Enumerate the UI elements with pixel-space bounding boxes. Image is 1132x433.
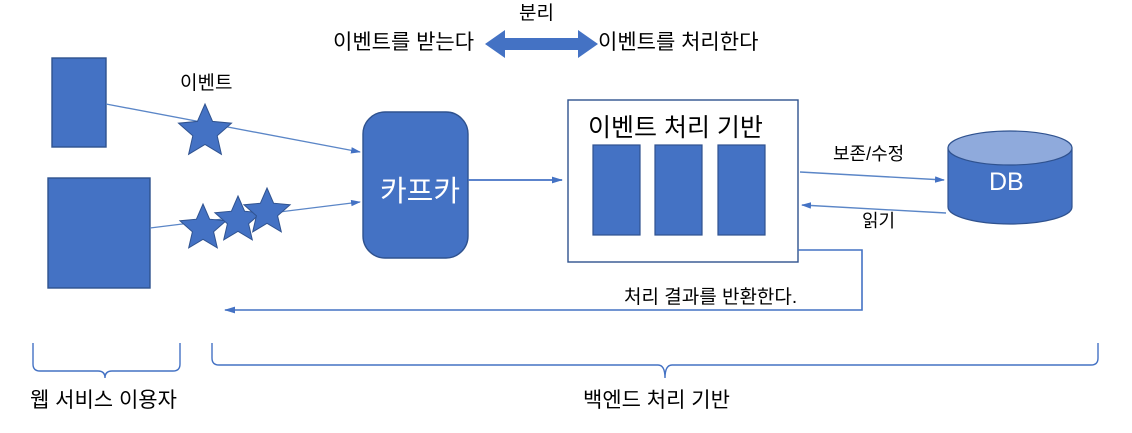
client-box-large — [47, 177, 151, 289]
processor-block — [592, 144, 641, 236]
process-phase-label: 이벤트를 처리한다 — [598, 31, 759, 54]
client-box-small — [51, 57, 107, 148]
event-star-bottom-2 — [213, 194, 263, 241]
read-label: 읽기 — [862, 211, 896, 231]
event-label: 이벤트 — [180, 73, 233, 94]
event-line-top — [105, 103, 361, 154]
kafka-box — [362, 111, 469, 259]
receive-phase-label: 이벤트를 받는다 — [333, 31, 475, 54]
web-users-label: 웹 서비스 이용자 — [30, 389, 177, 412]
separation-title: 분리 — [519, 3, 554, 24]
backend-label: 백엔드 처리 기반 — [583, 389, 730, 412]
kafka-label: 카프카 — [380, 176, 461, 208]
brace-web-users — [32, 343, 181, 379]
processor-block — [717, 144, 766, 236]
brace-backend — [211, 343, 1099, 379]
db-cylinder — [947, 130, 1073, 225]
processing-platform-title: 이벤트 처리 기반 — [588, 114, 763, 142]
return-result-label: 처리 결과를 반환한다. — [624, 287, 798, 308]
event-star-bottom-3 — [242, 186, 292, 233]
separation-double-arrow — [485, 30, 598, 58]
return-result-path — [224, 249, 863, 314]
db-label: DB — [989, 168, 1024, 196]
event-star-top — [177, 102, 233, 156]
read-arrow — [801, 202, 947, 214]
save-update-arrow — [799, 171, 945, 183]
processor-block — [654, 144, 703, 236]
save-update-label: 보존/수정 — [833, 144, 905, 164]
event-star-bottom-1 — [178, 202, 228, 249]
